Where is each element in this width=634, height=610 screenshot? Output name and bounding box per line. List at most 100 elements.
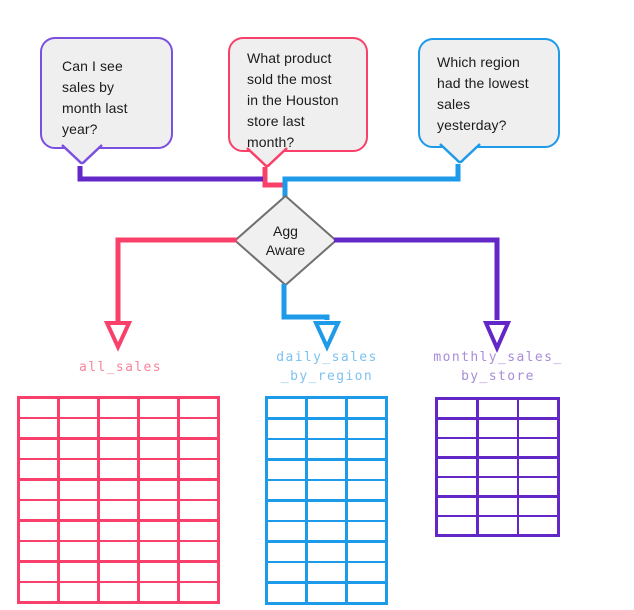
table-cell [268, 563, 306, 582]
table-cell [99, 583, 138, 601]
table-cell [99, 562, 138, 581]
table-cell [20, 562, 58, 581]
table-cell [59, 439, 98, 458]
table-cell [139, 583, 178, 601]
table-cell [478, 458, 517, 476]
connector-pink-trunk [262, 167, 287, 188]
table-cell [20, 501, 58, 520]
table-cell [99, 542, 138, 561]
table-cell [20, 439, 58, 458]
table-cell [99, 439, 138, 458]
table-cell [307, 501, 346, 520]
table-cell [438, 497, 476, 515]
table-cell [20, 399, 58, 417]
table-cell [519, 517, 557, 534]
table-cell [438, 400, 476, 417]
speech-bubble-tail [439, 143, 481, 164]
table-cell [99, 480, 138, 499]
table-cell [478, 419, 517, 437]
table-cell [179, 521, 217, 540]
table-cell [307, 460, 346, 479]
question-text: Can I see sales by month last year? [62, 58, 128, 137]
table-cell [347, 522, 385, 541]
table-cell [20, 460, 58, 479]
table-cell [519, 478, 557, 495]
table-cell [438, 439, 476, 456]
speech-bubble-monthly-sales-question: Can I see sales by month last year? [40, 37, 173, 165]
table-cell [59, 542, 98, 561]
table-cell [20, 419, 58, 438]
table-cell [519, 419, 557, 437]
table-cell [59, 583, 98, 601]
connector-purple-trunk [77, 166, 263, 182]
table-cell [99, 460, 138, 479]
table-cell [307, 583, 346, 602]
table-cell [99, 419, 138, 438]
table-label-monthly-sales-by-store: monthly_sales_ by_store [433, 350, 563, 384]
arrow-purple-line [334, 237, 500, 320]
table-cell [59, 562, 98, 581]
table-cell [307, 440, 346, 459]
table-cell [139, 562, 178, 581]
table-cell [307, 481, 346, 500]
speech-bubble-tail [61, 144, 103, 165]
table-cell [139, 419, 178, 438]
table-cell [99, 501, 138, 520]
table-cell [347, 419, 385, 438]
table-cell [268, 583, 306, 602]
table-cell [179, 439, 217, 458]
arrow-purple-head [482, 321, 512, 353]
table-cell [139, 439, 178, 458]
table-cell [268, 460, 306, 479]
table-cell [139, 480, 178, 499]
diamond-label: Agg Aware [265, 223, 306, 258]
arrow-blue-line [281, 284, 330, 320]
table-cell [59, 480, 98, 499]
speech-bubble-houston-question: What product sold the most in the Housto… [228, 37, 368, 168]
table-cell [20, 521, 58, 540]
table-cell [139, 521, 178, 540]
table-label-daily-sales-by-region: daily_sales _by_region [276, 350, 378, 384]
table-cell [139, 542, 178, 561]
table-cell [438, 419, 476, 437]
table-cell [268, 501, 306, 520]
table-cell [519, 497, 557, 515]
question-text: Which region had the lowest sales yester… [437, 54, 529, 133]
table-cell [478, 478, 517, 495]
table-cell [99, 521, 138, 540]
table-cell [179, 480, 217, 499]
table-cell [268, 440, 306, 459]
table-cell [268, 399, 306, 418]
table-cell [59, 501, 98, 520]
connector-blue-trunk [282, 164, 461, 198]
table-monthly-sales-by-store [435, 397, 560, 537]
table-cell [347, 583, 385, 602]
table-cell [478, 517, 517, 534]
table-cell [179, 542, 217, 561]
table-cell [307, 563, 346, 582]
table-cell [59, 419, 98, 438]
table-cell [347, 481, 385, 500]
table-cell [347, 460, 385, 479]
table-cell [478, 497, 517, 515]
table-cell [59, 460, 98, 479]
table-all-sales [17, 396, 220, 604]
table-cell [20, 542, 58, 561]
speech-bubble-region-question: Which region had the lowest sales yester… [418, 38, 560, 164]
table-cell [519, 458, 557, 476]
table-cell [478, 400, 517, 417]
table-cell [307, 542, 346, 561]
table-cell [139, 460, 178, 479]
table-cell [307, 419, 346, 438]
table-cell [307, 522, 346, 541]
table-cell [347, 542, 385, 561]
table-cell [268, 542, 306, 561]
arrow-pink-head [103, 321, 133, 352]
table-cell [347, 563, 385, 582]
table-cell [438, 517, 476, 534]
table-cell [268, 481, 306, 500]
table-cell [438, 478, 476, 495]
question-text: What product sold the most in the Housto… [247, 50, 339, 150]
